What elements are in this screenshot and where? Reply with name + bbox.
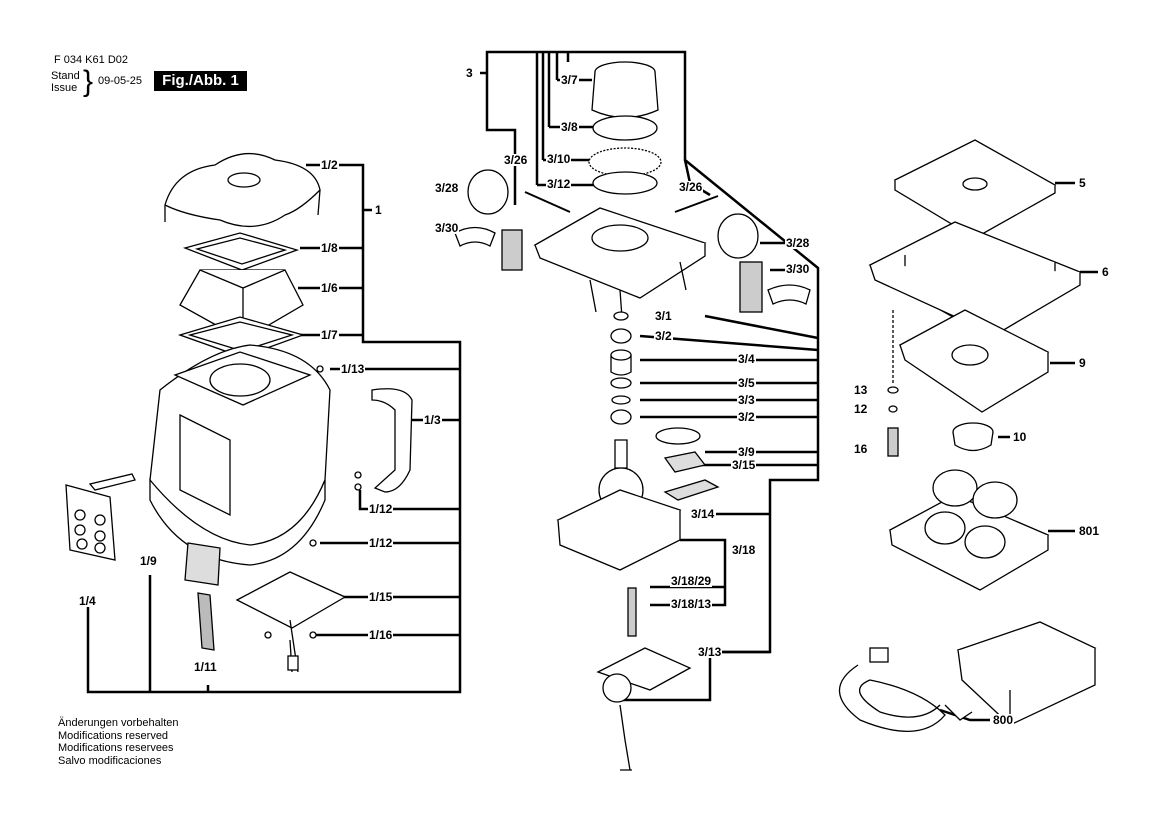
note-es: Salvo modificaciones: [58, 754, 162, 767]
document-number: F 034 K61 D02: [54, 54, 128, 66]
callout-3-9: 3/9: [737, 445, 756, 459]
disk-part: [592, 171, 658, 195]
part-outlines: [65, 61, 1097, 771]
gear-part: [588, 147, 662, 177]
callout-1-13: 1/13: [340, 362, 366, 376]
issue-label: Issue: [51, 82, 78, 94]
callout-3-12: 3/12: [546, 177, 572, 191]
callout-3-26-left: 3/26: [503, 153, 529, 167]
callout-3-28-right: 3/28: [785, 236, 811, 250]
base-plate-part: [235, 571, 347, 629]
callout-3-30-left: 3/30: [434, 221, 460, 235]
callout-12: 12: [853, 402, 869, 416]
note-en: Modifications reserved: [58, 729, 169, 742]
callout-3-18: 3/18: [731, 543, 757, 557]
callout-3-3: 3/3: [737, 393, 756, 407]
callout-3-28-left: 3/28: [434, 181, 460, 195]
stand-label: Stand: [51, 70, 80, 82]
note-fr: Modifications reservees: [58, 742, 174, 754]
callout-9: 9: [1078, 356, 1087, 370]
callout-3: 3: [465, 66, 474, 80]
callout-800: 800: [992, 713, 1015, 727]
brace-glyph: }: [83, 65, 94, 98]
motor-left-part: [467, 169, 509, 215]
callout-3-5: 3/5: [737, 376, 756, 390]
top-cover-window: [227, 172, 261, 188]
callout-1-2: 1/2: [320, 158, 339, 172]
callout-3-15: 3/15: [731, 458, 757, 472]
callout-1-12-upper: 1/12: [368, 502, 394, 516]
ring-part: [592, 115, 658, 141]
callout-1-16: 1/16: [368, 628, 394, 642]
motor-right-part: [717, 213, 759, 259]
callout-1-8: 1/8: [320, 241, 339, 255]
callout-1-11: 1/11: [193, 660, 218, 674]
callout-801: 801: [1078, 524, 1101, 538]
callout-3-26-right: 3/26: [678, 180, 704, 194]
callout-1-6: 1/6: [320, 281, 339, 295]
callout-10: 10: [1012, 430, 1028, 444]
issue-date: 09-05-25: [98, 75, 143, 87]
callout-13: 13: [853, 383, 869, 397]
callout-3-13: 3/13: [697, 645, 723, 659]
callout-3-1: 3/1: [654, 309, 673, 323]
callout-3-10: 3/10: [546, 152, 572, 166]
callout-3-4: 3/4: [737, 352, 756, 366]
keypad-part: [65, 484, 116, 561]
callout-1-3: 1/3: [423, 413, 442, 427]
callout-1-15: 1/15: [368, 590, 394, 604]
callout-3-7: 3/7: [560, 73, 579, 87]
callout-1-12-lower: 1/12: [368, 536, 394, 550]
callout-3-14: 3/14: [690, 507, 716, 521]
callout-6: 6: [1101, 265, 1110, 279]
callout-1-4: 1/4: [78, 594, 97, 608]
modification-notes: Änderungen vorbehalten Modifications res…: [58, 717, 178, 767]
top-cover-part: [164, 152, 321, 228]
handle-part: [371, 388, 413, 493]
pad-part: [184, 542, 221, 586]
note-de: Änderungen vorbehalten: [58, 717, 179, 729]
figure-label: Fig./Abb. 1: [154, 71, 247, 91]
callout-3-8: 3/8: [560, 120, 579, 134]
callout-3-30-right: 3/30: [785, 262, 811, 276]
callout-1-9: 1/9: [139, 554, 158, 568]
callout-16: 16: [853, 442, 869, 456]
callout-3-18-13: 3/18/13: [670, 597, 713, 611]
callout-1-7: 1/7: [320, 328, 339, 342]
callout-1: 1: [374, 203, 383, 217]
strip-part: [197, 592, 215, 651]
callout-3-18-29: 3/18/29: [670, 574, 713, 588]
callout-3-2-lower: 3/2: [737, 410, 756, 424]
callout-3-2-upper: 3/2: [654, 329, 673, 343]
callout-5: 5: [1078, 176, 1087, 190]
